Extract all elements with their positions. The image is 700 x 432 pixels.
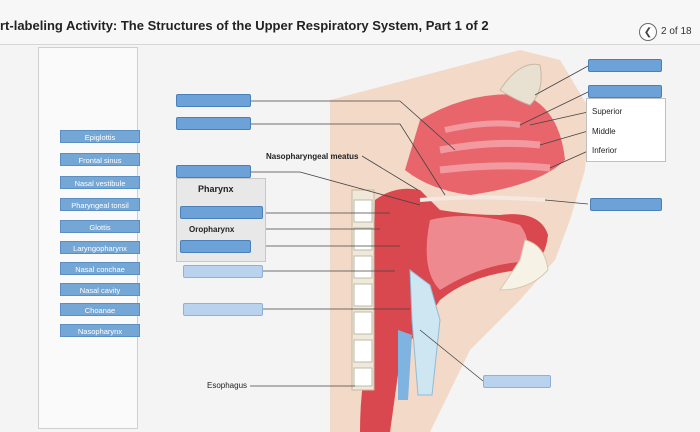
inferior-concha — [440, 166, 550, 170]
label-pharynx: Pharynx — [198, 184, 234, 194]
drop-target-4[interactable] — [180, 206, 263, 219]
label-inferior: Inferior — [592, 146, 617, 155]
vertebrae — [354, 200, 372, 386]
label-nasopharyngeal-meatus: Nasopharyngeal meatus — [266, 152, 358, 161]
drop-target-9[interactable] — [588, 85, 662, 98]
drop-target-5[interactable] — [180, 240, 251, 253]
drop-target-11[interactable] — [483, 375, 551, 388]
drop-target-7[interactable] — [183, 303, 263, 316]
label-middle: Middle — [592, 127, 616, 136]
drop-target-6[interactable] — [183, 265, 263, 278]
drop-target-10[interactable] — [590, 198, 662, 211]
drop-target-1[interactable] — [176, 94, 251, 107]
drop-target-2[interactable] — [176, 117, 251, 130]
drop-target-8[interactable] — [588, 59, 662, 72]
label-esophagus: Esophagus — [207, 381, 247, 390]
label-superior: Superior — [592, 107, 622, 116]
drop-target-3[interactable] — [176, 165, 251, 178]
label-oropharynx: Oropharynx — [189, 225, 234, 234]
